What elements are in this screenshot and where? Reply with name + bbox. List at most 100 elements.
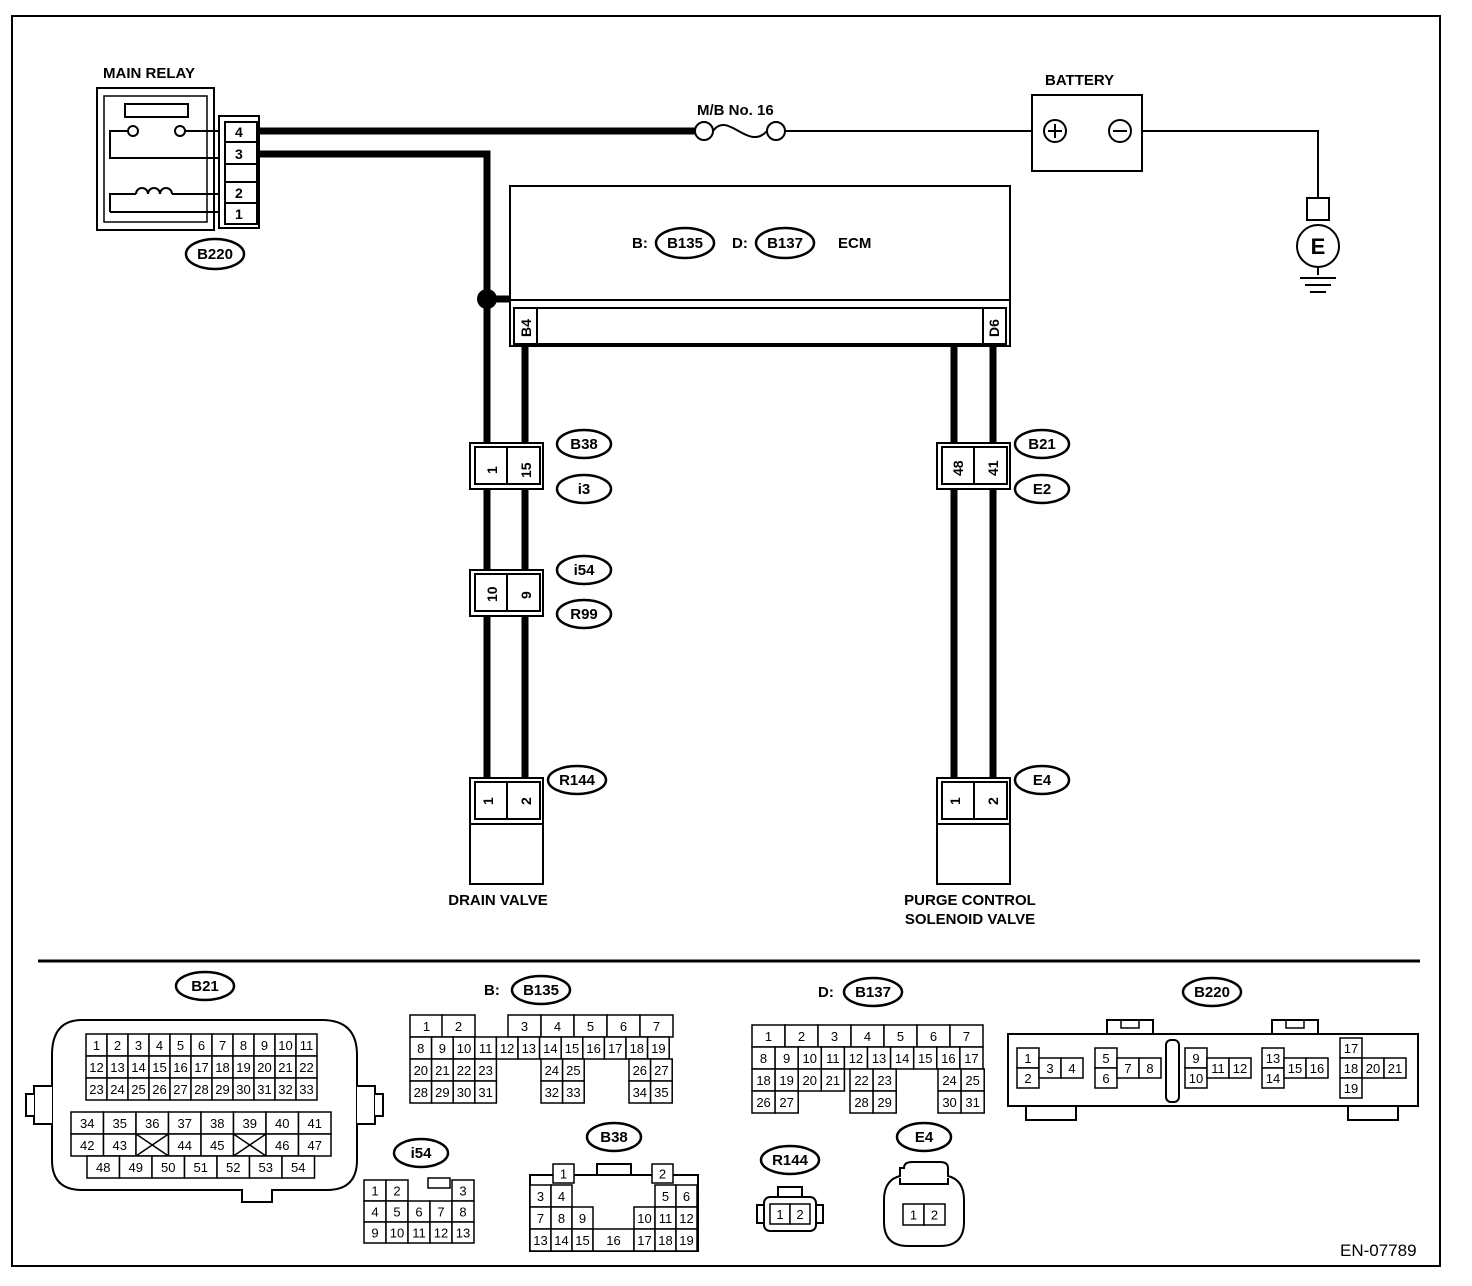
e4-pin-1: 1: [947, 797, 963, 805]
i54-pin: 2: [393, 1184, 400, 1199]
b21-pin: 40: [275, 1116, 289, 1131]
view-tag-b38: B38: [600, 1129, 628, 1146]
b21-pin: 18: [215, 1060, 229, 1075]
b137-pin: 20: [803, 1073, 817, 1088]
connector-tag-b137: B137: [767, 235, 803, 252]
b135-pin: 27: [654, 1063, 668, 1078]
b137-pin: 18: [756, 1073, 770, 1088]
b21-pin: 37: [178, 1116, 192, 1131]
view-tag-e4: E4: [915, 1129, 934, 1146]
b137-pin: 23: [877, 1073, 891, 1088]
b135-pin: 9: [439, 1041, 446, 1056]
b21-pin: 34: [80, 1116, 94, 1131]
b137-pin: 5: [897, 1029, 904, 1044]
b38-pin: 4: [558, 1189, 565, 1204]
b137-pin: 19: [779, 1073, 793, 1088]
b135-pin: 31: [478, 1085, 492, 1100]
b38-pin: 15: [575, 1233, 589, 1248]
b220-pin: 11: [1211, 1061, 1225, 1076]
b21-pin: 11: [300, 1038, 314, 1053]
b21-pin: 33: [299, 1082, 313, 1097]
b220-pin: 13: [1266, 1051, 1280, 1066]
b21-pin: 8: [240, 1038, 247, 1053]
b137-pin: 26: [756, 1095, 770, 1110]
b135-pin: 17: [608, 1041, 622, 1056]
b21-pin: 12: [89, 1060, 103, 1075]
diagram-code: EN-07789: [1340, 1241, 1417, 1260]
r144-pin-1: 1: [480, 797, 496, 805]
b135-pin: 5: [587, 1019, 594, 1034]
i54-pin-9: 9: [518, 591, 534, 599]
i54-pin: 11: [412, 1226, 426, 1241]
b220-cell: [1339, 1077, 1363, 1099]
relay-pin-4: 4: [235, 124, 243, 140]
b137-pin: 3: [831, 1029, 838, 1044]
b135-pin: 13: [522, 1041, 536, 1056]
b137-pin: 7: [963, 1029, 970, 1044]
b220-cell: [1228, 1057, 1252, 1079]
splice-point: [477, 289, 497, 309]
b21-pin: 50: [161, 1160, 175, 1175]
connector-tag-e2: E2: [1033, 481, 1051, 498]
b220-pin: 15: [1288, 1061, 1302, 1076]
view-tag-i54: i54: [411, 1145, 433, 1162]
b38-pin: 18: [658, 1233, 672, 1248]
i54-pin: 8: [459, 1205, 466, 1220]
b137-pin: 28: [854, 1095, 868, 1110]
b135-pin: 26: [633, 1063, 647, 1078]
b135-pin: 22: [457, 1063, 471, 1078]
b38-pin: 1: [560, 1167, 567, 1182]
b137-pin: 24: [942, 1073, 956, 1088]
connector-view-e4: E4: [883, 1121, 965, 1247]
ecm: B4 D6 B: B135 D: B137 ECM: [509, 185, 1011, 347]
b21-pin: 9: [261, 1038, 268, 1053]
b21-pin: 45: [210, 1138, 224, 1153]
b137-pin: 15: [918, 1051, 932, 1066]
b137-pin: 13: [872, 1051, 886, 1066]
main-relay-label: MAIN RELAY: [103, 65, 195, 82]
connector-view-b135: B: B135: [484, 974, 572, 1006]
b135-pin: 33: [566, 1085, 580, 1100]
purge-valve-label-line2: SOLENOID VALVE: [905, 911, 1035, 928]
b135-pin: 30: [457, 1085, 471, 1100]
b220-pin: 19: [1344, 1081, 1358, 1096]
b137-pin: 8: [760, 1051, 767, 1066]
b38-pin: 7: [537, 1211, 544, 1226]
b135-pin: 10: [457, 1041, 471, 1056]
b137-pin: 25: [965, 1073, 979, 1088]
b137-pin: 22: [854, 1073, 868, 1088]
r144-pin: 2: [796, 1207, 803, 1222]
relay-pin-3: 3: [235, 146, 243, 162]
b38-pin-1: 1: [484, 466, 500, 474]
b135-pin: 3: [521, 1019, 528, 1034]
b21-pin: 38: [210, 1116, 224, 1131]
b21-pin: 44: [178, 1138, 192, 1153]
b220-pin: 4: [1068, 1061, 1075, 1076]
b21-cell: [281, 1155, 316, 1179]
b137-pin: 17: [964, 1051, 978, 1066]
b137-pin: 21: [826, 1073, 840, 1088]
connector-tag-r99: R99: [570, 606, 598, 623]
view-prefix-b135: B:: [484, 982, 500, 999]
b137-pin: 1: [765, 1029, 772, 1044]
b38-cell: [651, 1163, 674, 1184]
battery: BATTERY: [1031, 72, 1143, 172]
connector-i54-r99: 10 9 i54 R99: [469, 554, 613, 630]
b137-pin: 11: [826, 1051, 840, 1066]
b220-pin: 2: [1024, 1071, 1031, 1086]
i54-pin: 7: [437, 1205, 444, 1220]
b220-pin: 6: [1102, 1071, 1109, 1086]
b21-pin: 53: [259, 1160, 273, 1175]
b135-pin: 6: [620, 1019, 627, 1034]
b135-pin: 16: [586, 1041, 600, 1056]
b21-pin: 16: [173, 1060, 187, 1075]
b220-pin: 16: [1310, 1061, 1324, 1076]
b38-pin: 8: [558, 1211, 565, 1226]
b220-cell: [1383, 1057, 1407, 1079]
b137-pin: 2: [798, 1029, 805, 1044]
diagram-border: [11, 15, 1441, 1267]
b21-pin: 48: [96, 1160, 110, 1175]
